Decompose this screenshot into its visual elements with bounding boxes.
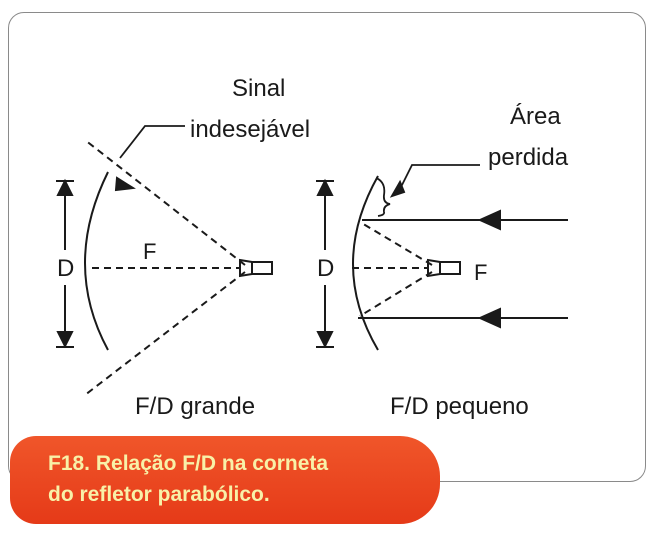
signal-label-1: Sinal [232, 75, 285, 102]
reflector-large [84, 171, 109, 351]
horn-feed-right [427, 258, 461, 278]
left-f-label: F [143, 239, 156, 264]
signal-label-2: indesejável [190, 116, 310, 143]
signal-arrowhead [114, 176, 136, 192]
caption-line-1: F18. Relação F/D na corneta [48, 452, 329, 475]
area-label-2: perdida [488, 144, 569, 171]
right-diagram [316, 164, 568, 351]
right-d-label: D [317, 255, 334, 282]
figure-caption: F18. Relação F/D na corneta do refletor … [10, 436, 440, 524]
area-leader [397, 164, 480, 194]
area-label-1: Área [510, 103, 561, 130]
lost-area-brace [375, 177, 391, 217]
signal-leader [119, 125, 185, 159]
right-caption: F/D pequeno [390, 393, 529, 420]
caption-line-2: do refletor parabólico. [48, 483, 270, 506]
left-diagram [56, 125, 273, 396]
left-d-label: D [57, 255, 74, 282]
left-caption: F/D grande [135, 393, 255, 420]
horn-feed [239, 258, 273, 278]
dashed-rays [84, 139, 246, 396]
right-f-label: F [474, 260, 487, 285]
reflector-small [352, 175, 379, 351]
